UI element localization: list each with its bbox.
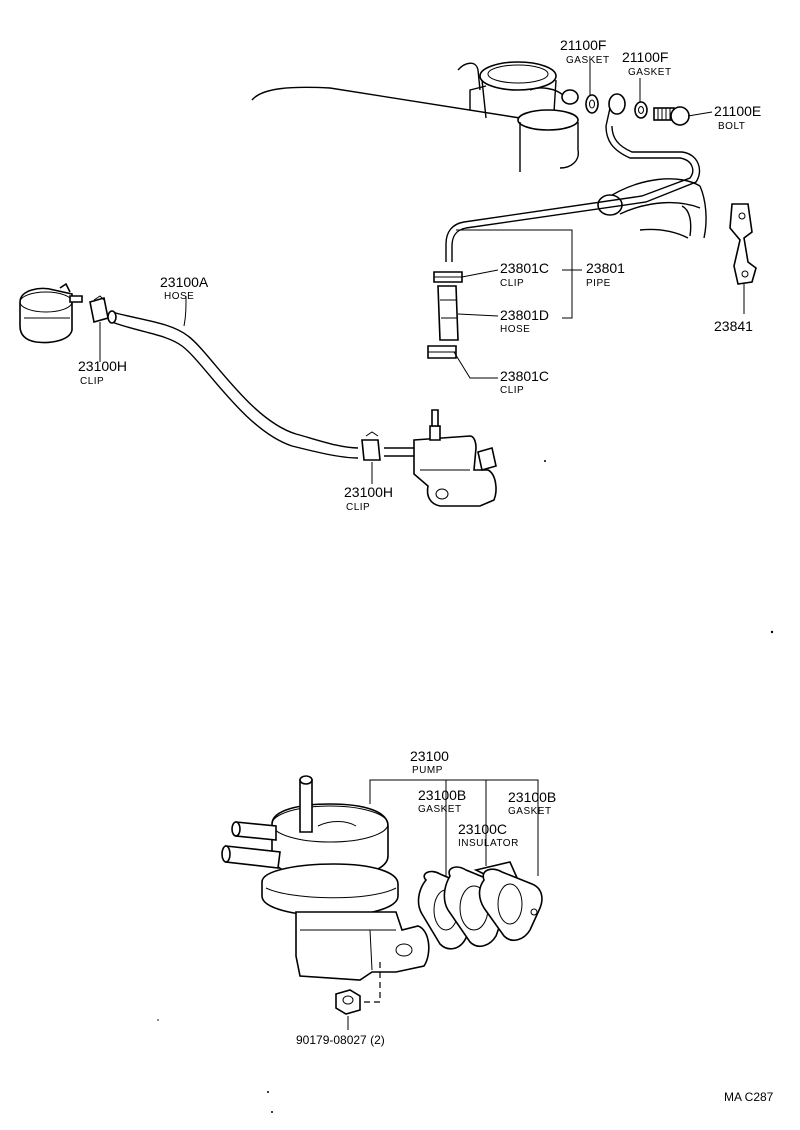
bracket-23841 xyxy=(729,203,757,285)
callout-clip-23100h-right: 23100H CLIP xyxy=(344,484,393,513)
callout-gasket-23100b-second: 23100B GASKET xyxy=(508,789,556,817)
diagram-code: MA C287 xyxy=(724,1090,774,1104)
clip-23801c-upper xyxy=(433,271,463,283)
part-number: 23100H xyxy=(344,484,393,500)
part-number: 21100E xyxy=(714,103,761,119)
part-name: CLIP xyxy=(346,502,370,513)
callout-hose-23801d: 23801D HOSE xyxy=(500,307,549,335)
callout-bracket-23841: 23841 xyxy=(714,318,753,334)
part-name: CLIP xyxy=(500,385,524,396)
leader-lines xyxy=(99,62,745,1030)
callout-clip-23100h-left: 23100H CLIP xyxy=(78,358,127,387)
part-name: HOSE xyxy=(164,291,194,302)
part-number: 23100B xyxy=(418,787,466,803)
part-name: GASKET xyxy=(566,55,610,66)
fuel-pump-small xyxy=(384,409,497,507)
part-name: HOSE xyxy=(500,324,530,335)
part-name: PIPE xyxy=(586,278,611,289)
part-number: 90179-08027 (2) xyxy=(296,1033,385,1047)
part-number: 21100F xyxy=(622,49,668,65)
nut-position-dash xyxy=(362,962,381,1003)
gasket-21100f-second xyxy=(634,101,648,119)
part-number: 23100 xyxy=(410,748,449,764)
callout-hose-23100a: 23100A HOSE xyxy=(160,274,209,302)
callout-gasket-21100f-first: 21100F GASKET xyxy=(560,37,610,66)
fuel-pipe-23801 xyxy=(445,125,701,262)
callout-gasket-21100f-second: 21100F GASKET xyxy=(622,49,672,78)
part-number: 23801C xyxy=(500,260,549,276)
hose-23100a xyxy=(107,310,359,459)
gasket-23100b-second xyxy=(478,868,543,942)
part-number: 21100F xyxy=(560,37,606,53)
callout-nut-90179-08027: 90179-08027 (2) xyxy=(296,1033,385,1047)
scan-specks xyxy=(157,460,774,1113)
engine-outline xyxy=(251,61,707,239)
callout-clip-23801c-upper: 23801C CLIP xyxy=(500,260,549,289)
callout-pump-23100: 23100 PUMP xyxy=(410,748,449,776)
nut-90179-08027 xyxy=(335,989,361,1015)
fuel-pump-23100 xyxy=(221,775,430,981)
callout-pipe-23801: 23801 PIPE xyxy=(586,260,625,289)
part-name: CLIP xyxy=(80,376,104,387)
bolt-21100e xyxy=(653,106,690,126)
gasket-21100f-first xyxy=(585,94,599,114)
part-number: 23801C xyxy=(500,368,549,384)
part-number: 23801D xyxy=(500,307,549,323)
callout-gasket-23100b-first: 23100B GASKET xyxy=(418,787,466,815)
part-number: 23841 xyxy=(714,318,753,334)
part-number: 23100B xyxy=(508,789,556,805)
fuel-filter xyxy=(19,282,83,344)
part-name: CLIP xyxy=(500,278,524,289)
callout-insulator-23100c: 23100C INSULATOR xyxy=(458,821,519,849)
clip-23801c-lower xyxy=(427,345,457,359)
clip-23100h-left xyxy=(89,295,109,324)
part-name: GASKET xyxy=(508,806,552,817)
part-number: 23100H xyxy=(78,358,127,374)
banjo-fitting xyxy=(605,93,626,127)
callout-bolt-21100e: 21100E BOLT xyxy=(714,103,761,132)
part-name: INSULATOR xyxy=(458,838,519,849)
part-number: 23100C xyxy=(458,821,507,837)
part-number: 23100A xyxy=(160,274,209,290)
part-number: 23801 xyxy=(586,260,625,276)
part-name: GASKET xyxy=(628,67,672,78)
part-name: BOLT xyxy=(718,121,745,132)
clip-23100h-right xyxy=(361,431,381,461)
part-name: GASKET xyxy=(418,804,462,815)
callout-clip-23801c-lower: 23801C CLIP xyxy=(500,368,549,396)
hose-23801d xyxy=(437,285,459,341)
part-name: PUMP xyxy=(412,765,443,776)
